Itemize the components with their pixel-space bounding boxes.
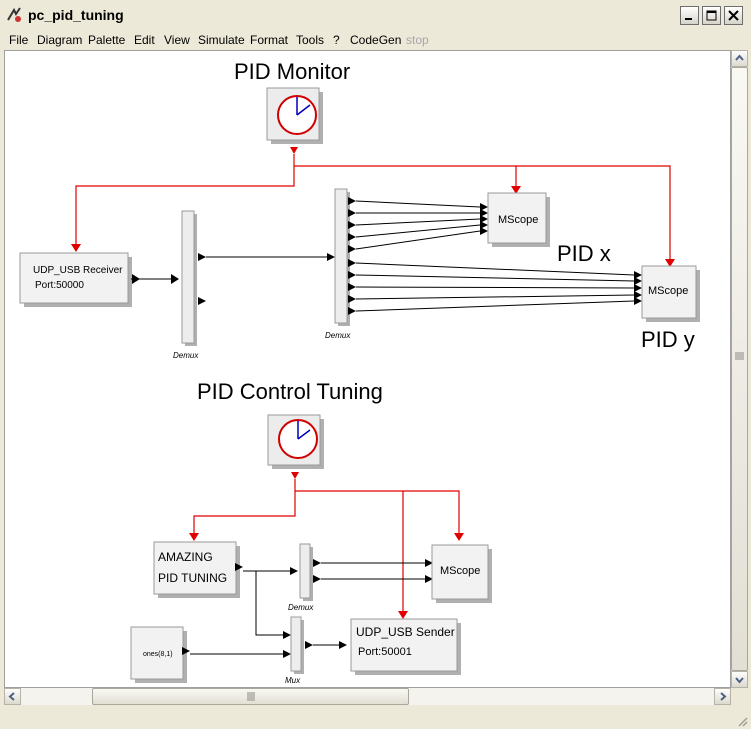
signal-link: [355, 230, 481, 250]
link-arrowhead: [480, 203, 488, 211]
udp-sender-block[interactable]: UDP_USB Sender Port:50001: [350, 618, 461, 675]
pid-tuning-title: PID Control Tuning: [197, 379, 383, 404]
resize-grip-icon[interactable]: [736, 715, 748, 727]
menu-view[interactable]: View: [164, 33, 190, 47]
link-arrowhead: [634, 297, 642, 305]
pid-tuning-label: PID TUNING: [158, 571, 227, 585]
scroll-left-button[interactable]: [4, 688, 21, 705]
link-arrowhead: [634, 284, 642, 292]
demux-output-port: [348, 245, 356, 253]
link-arrowhead: [480, 209, 488, 217]
ones-label: ones(8,1): [143, 651, 173, 658]
link-arrowhead: [634, 277, 642, 285]
mux-label: Mux: [285, 676, 301, 685]
pid-monitor-title: PID Monitor: [234, 59, 350, 84]
vertical-scroll-thumb[interactable]: [731, 67, 748, 671]
menu-file[interactable]: File: [9, 33, 29, 47]
scroll-down-button[interactable]: [731, 671, 748, 688]
mscope-y-block[interactable]: MScope: [641, 265, 700, 322]
link-arrowhead: [634, 271, 642, 279]
amazing-pid-tuning-block[interactable]: AMAZING PID TUNING: [153, 541, 240, 598]
signal-link: [355, 224, 481, 238]
demux-output-port: [348, 197, 356, 205]
demux-block-2[interactable]: Demux: [325, 188, 351, 340]
scroll-right-button[interactable]: [714, 688, 731, 705]
mscope-tuning-block[interactable]: MScope: [431, 544, 492, 603]
pid-x-label: PID x: [557, 241, 611, 266]
link-arrowhead: [634, 291, 642, 299]
udp-sender-port: Port:50001: [358, 646, 412, 658]
scroll-up-button[interactable]: [731, 50, 748, 67]
menu-stop: stop: [406, 33, 429, 47]
event-links-tuning: [193, 479, 460, 611]
signal-link: [355, 294, 635, 300]
link-arrowhead: [480, 215, 488, 223]
menu-edit[interactable]: Edit: [134, 33, 155, 47]
demux-output-port: [348, 271, 356, 279]
vertical-scrollbar[interactable]: [731, 50, 748, 688]
menu-diagram[interactable]: Diagram: [37, 33, 83, 47]
demux-2-label: Demux: [325, 331, 351, 340]
link-arrowhead: [480, 221, 488, 229]
demux-output-port: [348, 209, 356, 217]
clock-block-monitor[interactable]: [266, 87, 323, 154]
demux-output-port: [348, 307, 356, 315]
horizontal-scrollbar[interactable]: [4, 688, 731, 705]
signal-link: [355, 218, 481, 226]
mscope-tuning-label: MScope: [440, 565, 480, 577]
demux-output-port: [348, 283, 356, 291]
menu-simulate[interactable]: Simulate: [198, 33, 245, 47]
menu-format[interactable]: Format: [250, 33, 289, 47]
link-arrowhead: [480, 227, 488, 235]
menu-bar: File Diagram Palette Edit View Simulate …: [0, 30, 751, 50]
demux-block-1[interactable]: Demux: [173, 210, 206, 360]
ones-block[interactable]: ones(8,1): [130, 626, 187, 683]
demux-output-port: [348, 295, 356, 303]
menu-palette[interactable]: Palette: [88, 33, 126, 47]
menu-tools[interactable]: Tools: [296, 33, 325, 47]
mscope-x-block[interactable]: MScope: [487, 192, 550, 247]
demux-1-label: Demux: [173, 351, 199, 360]
horizontal-scroll-thumb[interactable]: [92, 688, 409, 705]
window-title: pc_pid_tuning: [28, 7, 124, 23]
signal-link: [355, 286, 635, 289]
menu-help[interactable]: ?: [333, 33, 340, 47]
title-bar: pc_pid_tuning: [0, 0, 751, 30]
minimize-button[interactable]: [680, 6, 699, 25]
signal-link: [355, 200, 481, 208]
mux-block[interactable]: Mux: [285, 616, 313, 685]
demux-output-port: [348, 233, 356, 241]
signal-link: [355, 300, 635, 312]
udp-sender-label: UDP_USB Sender: [356, 625, 455, 639]
clock-block-tuning[interactable]: [267, 414, 324, 479]
close-button[interactable]: [724, 6, 743, 25]
status-bar: [0, 705, 751, 729]
demux-block-3[interactable]: Demux: [288, 543, 321, 612]
maximize-button[interactable]: [702, 6, 721, 25]
scilab-app-icon: [6, 6, 24, 24]
udp-receiver-label: UDP_USB Receiver: [33, 265, 123, 276]
demux-3-label: Demux: [288, 603, 314, 612]
diagram-canvas[interactable]: PID Monitor UDP_USB Re: [4, 50, 731, 688]
event-links-monitor: [75, 154, 671, 259]
pid-y-label: PID y: [641, 327, 695, 352]
udp-receiver-port: Port:50000: [35, 280, 84, 291]
udp-receiver-block[interactable]: UDP_USB Receiver Port:50000: [19, 252, 132, 307]
mscope-x-label: MScope: [498, 214, 538, 226]
amazing-label: AMAZING: [158, 550, 213, 564]
menu-codegen[interactable]: CodeGen: [350, 33, 402, 47]
demux-output-port: [348, 259, 356, 267]
mscope-y-label: MScope: [648, 285, 688, 297]
signal-link: [355, 262, 635, 276]
demux-output-port: [348, 221, 356, 229]
signal-link: [355, 274, 635, 282]
